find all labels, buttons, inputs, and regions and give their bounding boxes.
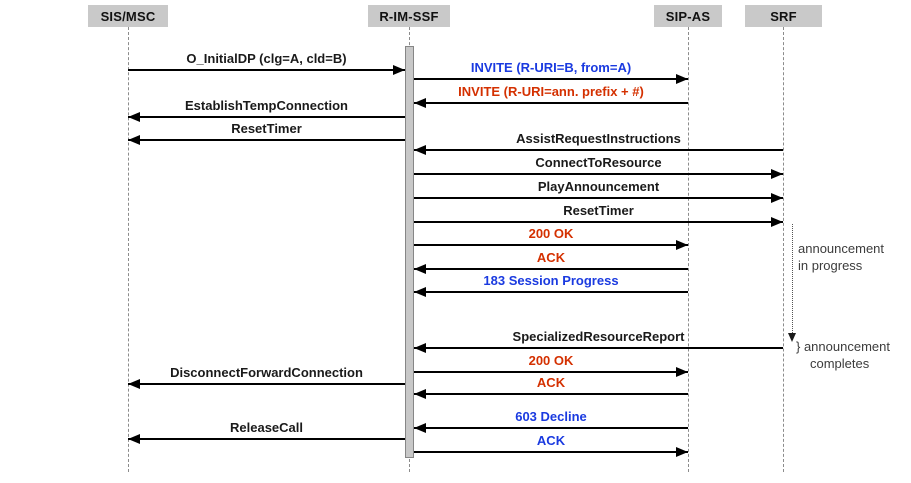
announcement-end-arrow-icon <box>788 333 796 342</box>
participant-box: SIP-AS <box>654 5 722 27</box>
participant-box: R-IM-SSF <box>368 5 450 27</box>
arrowhead-icon <box>414 287 426 297</box>
participant-box: SRF <box>745 5 822 27</box>
message-arrow <box>128 438 405 440</box>
message-arrow <box>128 383 405 385</box>
message-arrow <box>414 221 783 223</box>
message-label: ACK <box>536 433 566 448</box>
arrowhead-icon <box>676 447 688 457</box>
message-arrow <box>128 69 405 71</box>
message-label: INVITE (R-URI=ann. prefix + #) <box>458 84 644 99</box>
arrowhead-icon <box>676 74 688 84</box>
arrowhead-icon <box>676 367 688 377</box>
arrowhead-icon <box>393 65 405 75</box>
message-arrow <box>414 149 783 151</box>
arrowhead-icon <box>771 193 783 203</box>
message-label: O_InitialDP (clg=A, cld=B) <box>186 51 347 66</box>
lifeline <box>783 27 784 472</box>
message-arrow <box>414 78 688 80</box>
arrowhead-icon <box>128 112 140 122</box>
message-label: EstablishTempConnection <box>185 98 348 113</box>
message-arrow <box>414 268 688 270</box>
message-label: SpecializedResourceReport <box>512 329 685 344</box>
participant-box: SIS/MSC <box>88 5 168 27</box>
arrowhead-icon <box>676 240 688 250</box>
message-arrow <box>414 102 688 104</box>
message-label: PlayAnnouncement <box>537 179 660 194</box>
announcement-duration-line <box>792 224 793 333</box>
message-arrow <box>414 244 688 246</box>
arrowhead-icon <box>771 217 783 227</box>
message-label: ResetTimer <box>231 121 302 136</box>
message-arrow <box>414 427 688 429</box>
message-label: ACK <box>536 250 566 265</box>
arrowhead-icon <box>414 343 426 353</box>
message-label: INVITE (R-URI=B, from=A) <box>470 60 632 75</box>
message-arrow <box>414 173 783 175</box>
arrowhead-icon <box>128 135 140 145</box>
message-label: AssistRequestInstructions <box>516 131 681 146</box>
message-arrow <box>414 197 783 199</box>
arrowhead-icon <box>414 98 426 108</box>
arrowhead-icon <box>128 434 140 444</box>
message-label: ConnectToResource <box>535 155 662 170</box>
activation-bar <box>405 46 414 458</box>
note-line: in progress <box>798 258 863 273</box>
message-arrow <box>128 116 405 118</box>
note-line: announcement <box>798 241 885 256</box>
arrowhead-icon <box>414 423 426 433</box>
announcement-completes-note: } announcement completes <box>796 338 890 372</box>
arrowhead-icon <box>414 264 426 274</box>
lifeline <box>688 27 689 472</box>
arrowhead-icon <box>771 169 783 179</box>
message-label: ACK <box>536 375 566 390</box>
note-line: } announcement <box>796 339 890 354</box>
message-arrow <box>414 393 688 395</box>
message-label: 200 OK <box>528 226 574 241</box>
message-arrow <box>414 347 783 349</box>
message-arrow <box>414 291 688 293</box>
message-arrow <box>414 371 688 373</box>
message-arrow <box>414 451 688 453</box>
note-line: completes <box>810 356 870 371</box>
lifeline <box>128 27 129 472</box>
message-label: ResetTimer <box>563 203 634 218</box>
message-arrow <box>128 139 405 141</box>
arrowhead-icon <box>128 379 140 389</box>
message-label: 183 Session Progress <box>483 273 619 288</box>
arrowhead-icon <box>414 145 426 155</box>
message-label: ReleaseCall <box>230 420 303 435</box>
message-label: 603 Decline <box>515 409 587 424</box>
message-label: DisconnectForwardConnection <box>170 365 363 380</box>
message-label: 200 OK <box>528 353 574 368</box>
announcement-in-progress-note: announcement in progress <box>798 240 884 274</box>
arrowhead-icon <box>414 389 426 399</box>
